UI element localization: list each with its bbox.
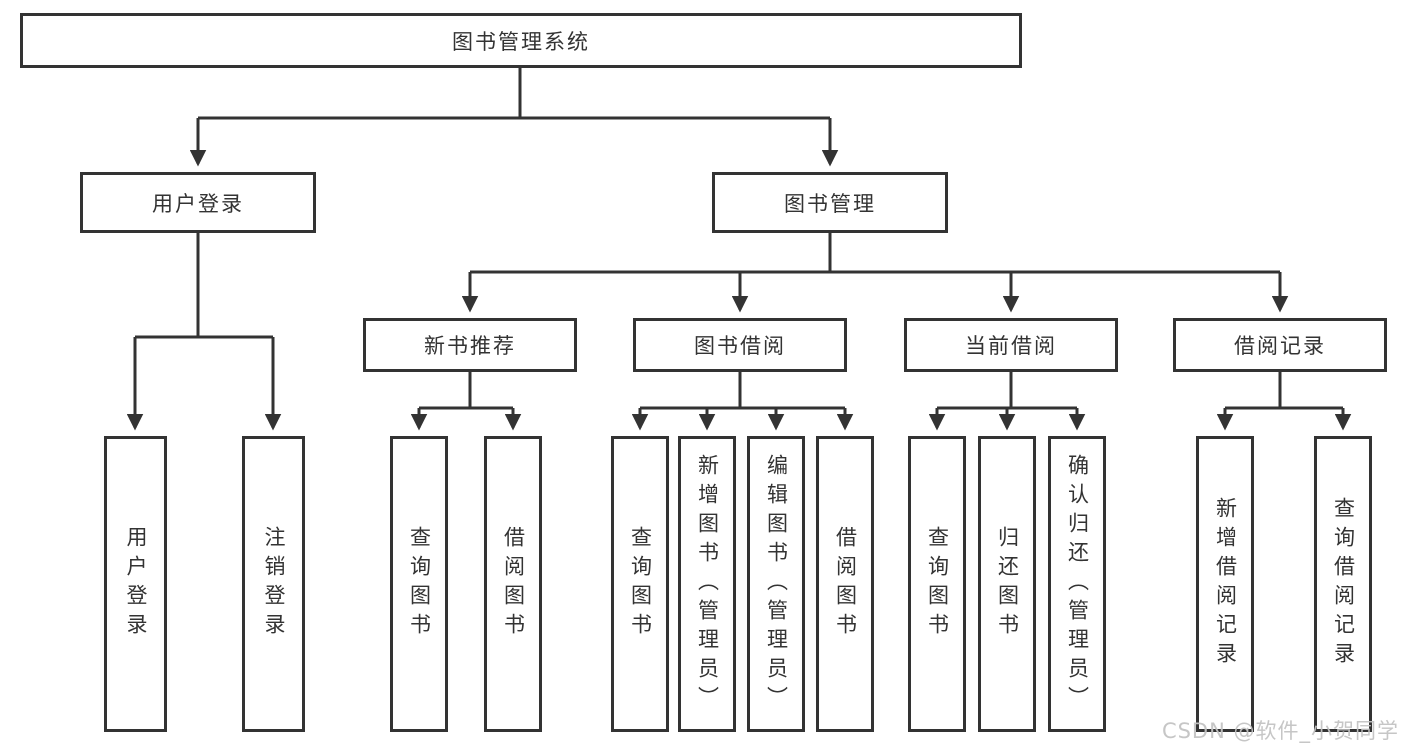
node-label: 新增图书（管理员） (695, 453, 720, 715)
leaf-logout: 注销登录 (242, 436, 305, 732)
leaf-add-books-admin: 新增图书（管理员） (678, 436, 736, 732)
leaf-query-books-recommend: 查询图书 (390, 436, 448, 732)
node-borrow-records: 借阅记录 (1173, 318, 1387, 372)
node-user-login: 用户登录 (80, 172, 316, 233)
leaf-query-borrow-record: 查询借阅记录 (1314, 436, 1372, 732)
leaf-edit-books-admin: 编辑图书（管理员） (747, 436, 805, 732)
node-label: 新书推荐 (424, 334, 516, 358)
node-label: 借阅记录 (1234, 334, 1326, 358)
leaf-user-login: 用户登录 (104, 436, 167, 732)
leaf-borrow-books: 借阅图书 (816, 436, 874, 732)
node-book-borrow: 图书借阅 (633, 318, 847, 372)
node-label: 借阅图书 (501, 526, 526, 642)
leaf-add-borrow-record: 新增借阅记录 (1196, 436, 1254, 732)
leaf-borrow-books-recommend: 借阅图书 (484, 436, 542, 732)
node-label: 图书借阅 (694, 334, 786, 358)
node-new-book-recommend: 新书推荐 (363, 318, 577, 372)
node-label: 用户登录 (124, 526, 148, 642)
node-library-system-root: 图书管理系统 (20, 13, 1022, 68)
node-label: 编辑图书（管理员） (764, 453, 789, 715)
node-label: 图书管理系统 (452, 29, 590, 54)
node-label: 借阅图书 (833, 526, 858, 642)
leaf-confirm-return-admin: 确认归还（管理员） (1048, 436, 1106, 732)
leaf-query-books-borrow: 查询图书 (611, 436, 669, 732)
node-label: 查询图书 (407, 526, 432, 642)
node-label: 查询借阅记录 (1331, 497, 1356, 671)
node-label: 新增借阅记录 (1213, 497, 1238, 671)
node-label: 确认归还（管理员） (1065, 453, 1090, 715)
csdn-watermark: CSDN @软件_小贺同学 (1161, 719, 1399, 743)
node-book-management: 图书管理 (712, 172, 948, 233)
node-label: 当前借阅 (965, 334, 1057, 358)
node-label: 查询图书 (925, 526, 950, 642)
node-label: 用户登录 (152, 191, 244, 216)
node-current-borrow: 当前借阅 (904, 318, 1118, 372)
tree-edges (126, 68, 1352, 431)
leaf-query-books-current: 查询图书 (908, 436, 966, 732)
node-label: 查询图书 (628, 526, 653, 642)
node-label: 图书管理 (784, 191, 876, 216)
node-label: 归还图书 (995, 526, 1020, 642)
leaf-return-books: 归还图书 (978, 436, 1036, 732)
node-label: 注销登录 (262, 526, 286, 642)
